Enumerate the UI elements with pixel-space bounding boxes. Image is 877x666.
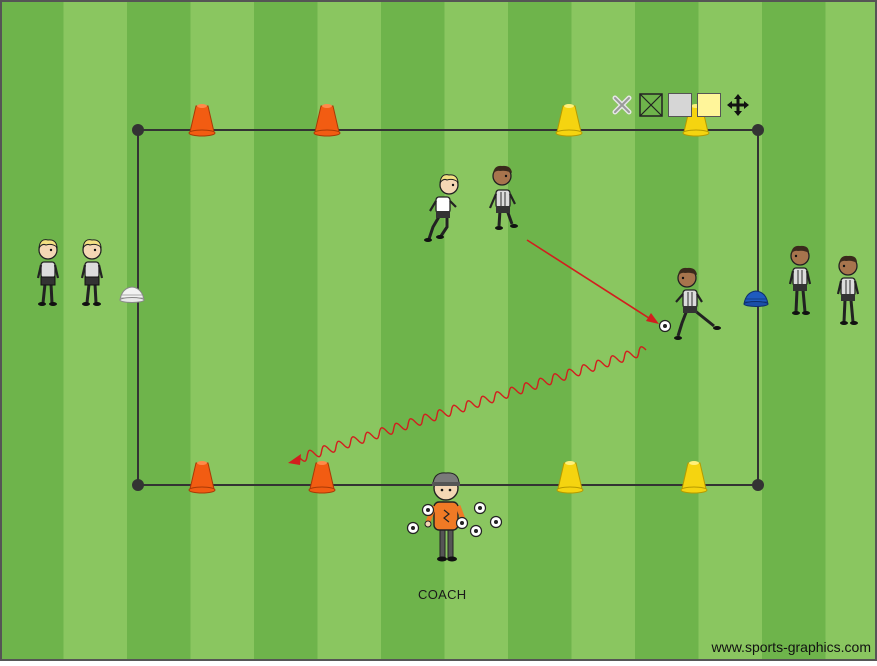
soccer-ball [423,505,434,516]
grass-stripe [445,0,509,661]
grass-stripe [64,0,128,661]
grass-stripe [762,0,826,661]
grass-stripe [508,0,572,661]
grass-stripe [826,0,877,661]
soccer-ball [660,321,671,332]
move-icon[interactable] [726,93,750,117]
soccer-ball [471,526,482,537]
diagram-toolbar [610,90,750,120]
corner-post [132,479,144,491]
soccer-ball [408,523,419,534]
fill-grey-swatch[interactable] [668,93,692,117]
soccer-ball [457,518,468,529]
corner-post [752,124,764,136]
coach-label: COACH [418,587,466,602]
soccer-ball [475,503,486,514]
corner-post [132,124,144,136]
grass-stripe [254,0,318,661]
grass-stripe [127,0,191,661]
grass-stripe [381,0,445,661]
soccer-ball [491,517,502,528]
grass-stripe [191,0,255,661]
grass-stripe [318,0,382,661]
box-crossed-icon[interactable] [639,93,663,117]
corner-post [752,479,764,491]
grass-stripe [0,0,64,661]
fill-yellow-swatch[interactable] [697,93,721,117]
watermark-url: www.sports-graphics.com [712,639,872,655]
delete-icon[interactable] [610,93,634,117]
